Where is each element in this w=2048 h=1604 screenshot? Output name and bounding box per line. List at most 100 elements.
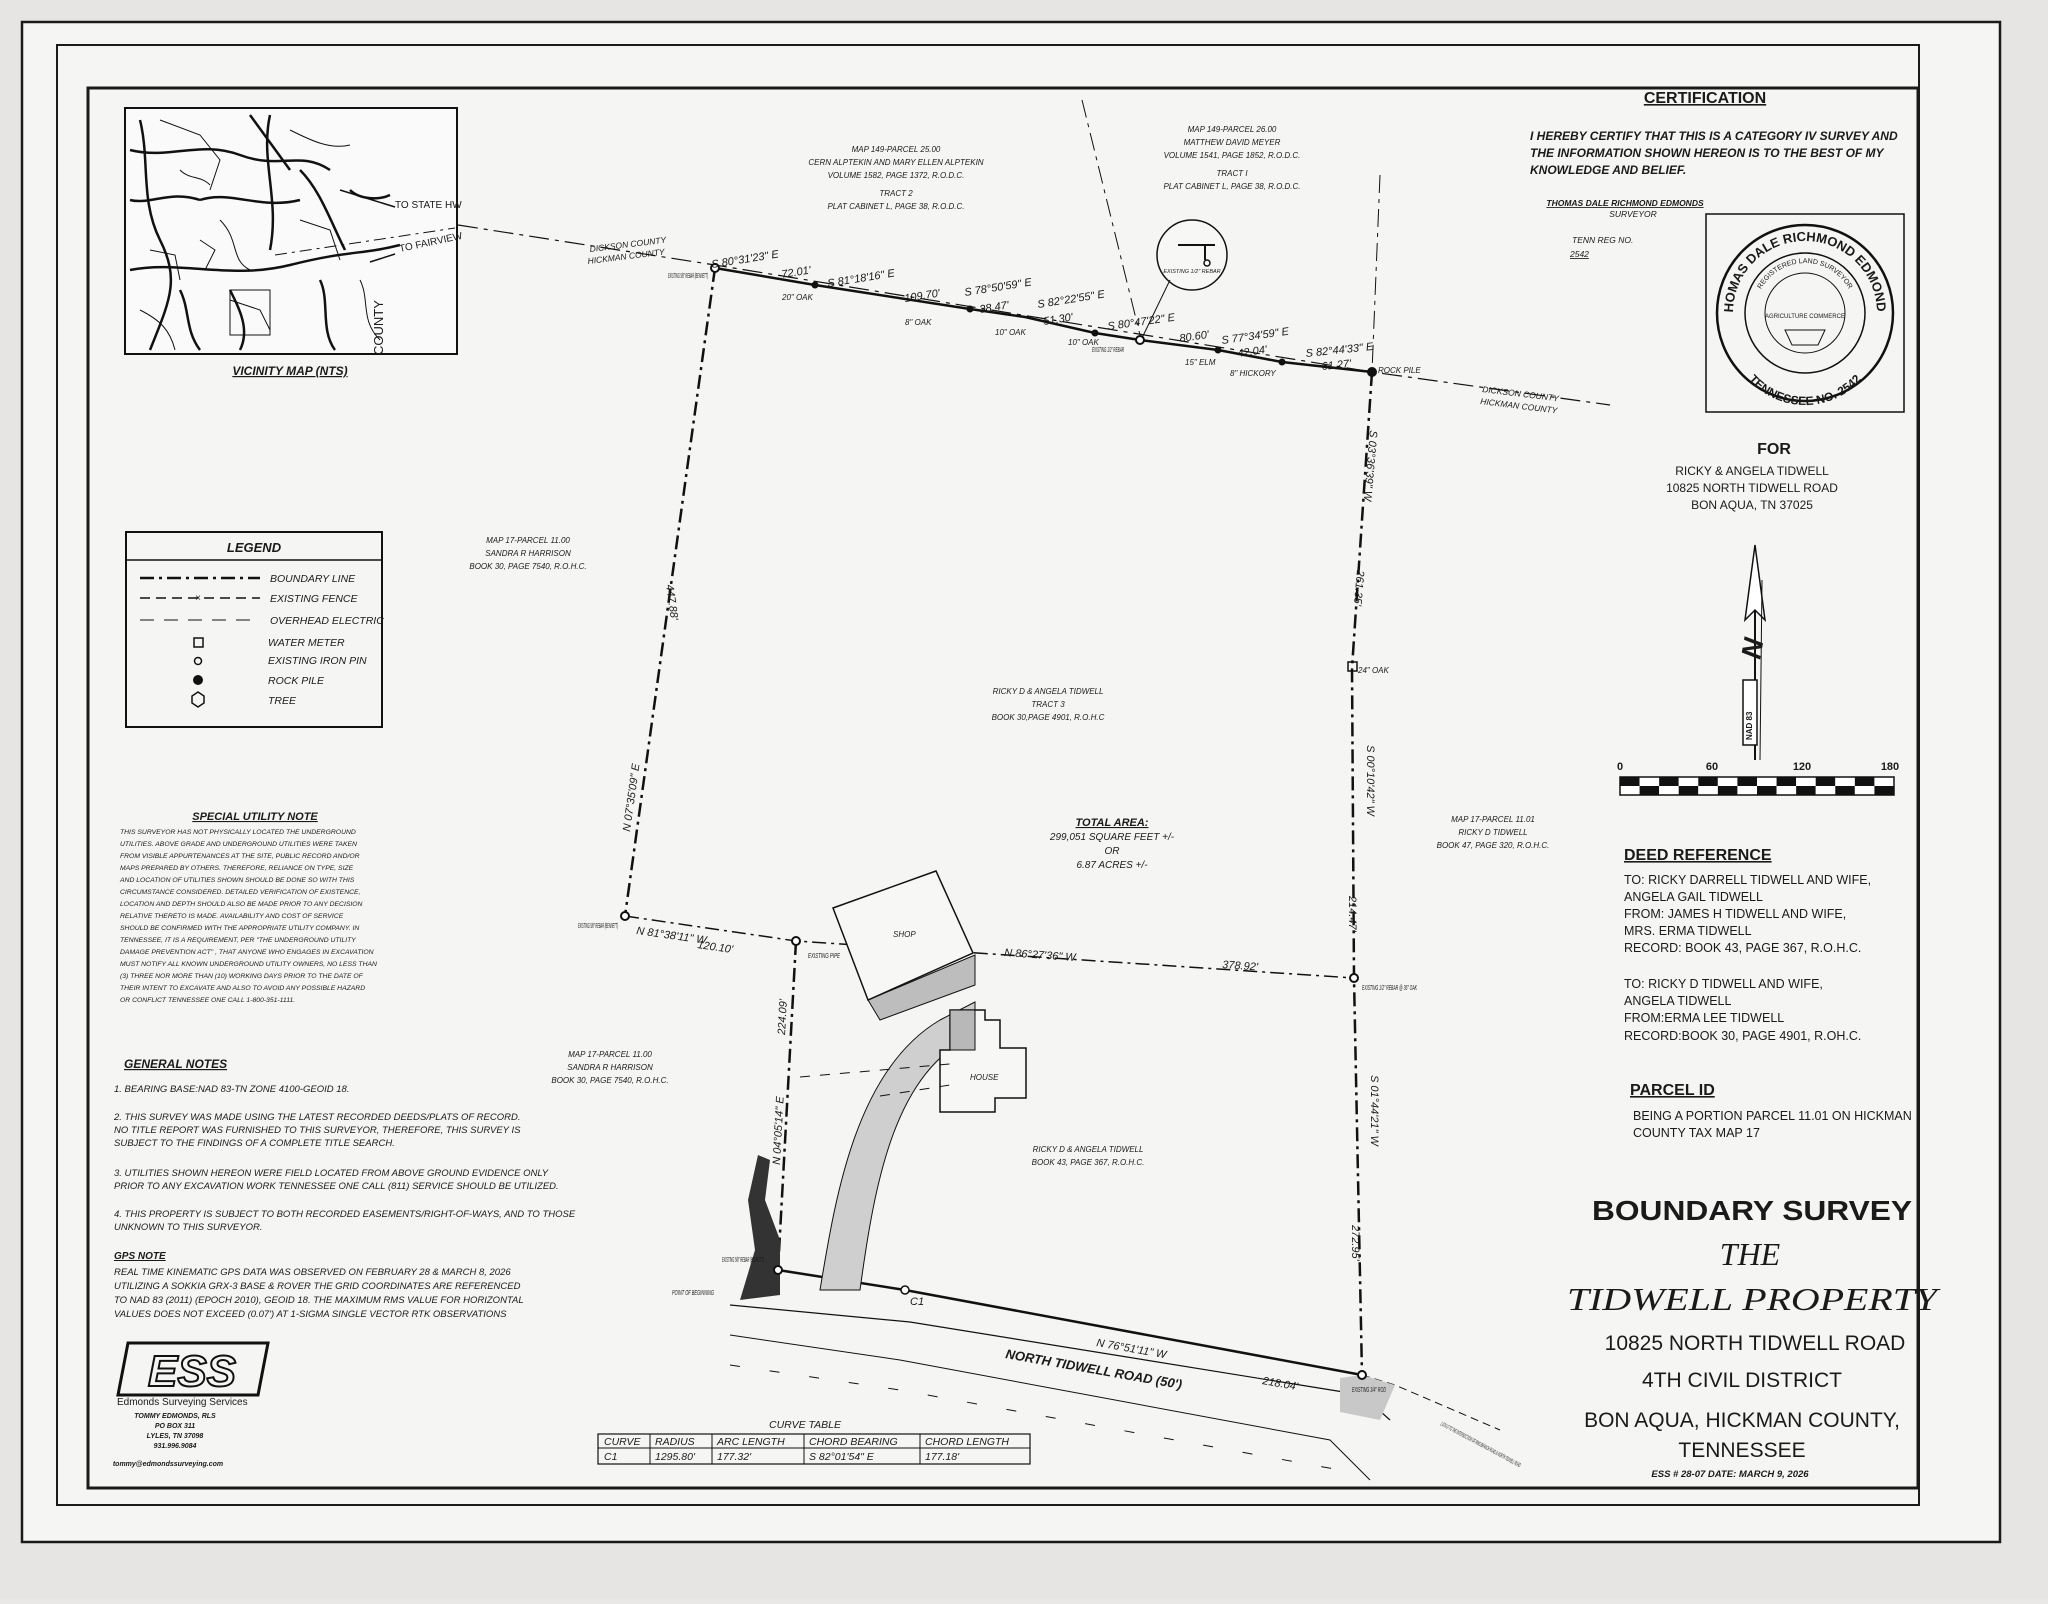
job-number: ESS # 28-07 DATE: MARCH 9, 2026	[1651, 1469, 1809, 1480]
title-location: BON AQUA, HICKMAN COUNTY,	[1584, 1409, 1900, 1432]
legend-item-overhead: OVERHEAD ELECTRIC	[270, 615, 384, 627]
adjoiner-text: TRACT 2	[879, 189, 913, 198]
company-contact-line: PO BOX 311	[155, 1423, 195, 1430]
title-district: 4TH CIVIL DISTRICT	[1642, 1369, 1842, 1392]
special-utility-note: SPECIAL UTILITY NOTE THIS SURVEYOR HAS N…	[119, 811, 377, 1004]
adjoiner-line-n1	[1081, 99, 1141, 336]
boundary-east	[1350, 371, 1374, 1376]
total-area-acres: 6.87 ACRES +/-	[1076, 860, 1148, 871]
title-state: TENNESSEE	[1678, 1439, 1805, 1462]
rebar-detail-bubble	[1156, 219, 1228, 291]
distance-label: 51.30'	[1043, 311, 1075, 328]
scale-bar-cell	[1776, 777, 1797, 786]
parcel-heading: PARCEL ID	[1630, 1082, 1715, 1099]
rebar-label-e: EXISTING 1/2" REBAR @ 36" OAK	[1362, 985, 1417, 992]
scale-bar-cell	[1874, 777, 1894, 786]
rebar-detail-label: EXISTING 1/2" REBAR	[1163, 269, 1220, 275]
iron-pin-icon	[1357, 1370, 1367, 1380]
road-shade	[1340, 1375, 1395, 1420]
deed-line: TO: RICKY D TIDWELL AND WIFE,	[1624, 977, 1823, 991]
rock-pile-icon	[1367, 367, 1377, 377]
gps-note: GPS NOTE REAL TIME KINEMATIC GPS DATA WA…	[114, 1251, 524, 1320]
gps-note-line: UTILIZING A SOKKIA GRX-3 BASE & ROVER TH…	[114, 1281, 521, 1292]
distance-label: 61.27'	[1321, 358, 1353, 373]
oak-label: 24" OAK	[1357, 666, 1390, 675]
curve-label: C1	[910, 1296, 924, 1308]
iron-pin-icon	[773, 1265, 783, 1275]
scale-bar-cell	[1815, 777, 1836, 786]
deed-line: ANGELA GAIL TIDWELL	[1624, 890, 1763, 904]
adjoiner-text: MAP 17-PARCEL 11.00	[486, 536, 570, 545]
distance-label: 38.47'	[979, 299, 1011, 316]
tree-icon	[811, 281, 819, 289]
curve-header-arc: ARC LENGTH	[716, 1436, 785, 1448]
gps-note-line: VALUES DOES NOT EXCEED (0.07') AT 1-SIGM…	[114, 1309, 507, 1320]
scale-bar-cell	[1796, 786, 1816, 795]
company-block: ESS Edmonds Surveying Services TOMMY EDM…	[113, 1341, 270, 1468]
curve-cell: 177.18'	[925, 1451, 960, 1463]
certification-heading: CERTIFICATION	[1644, 90, 1766, 107]
adjoiner-text: CERN ALPTEKIN AND MARY ELLEN ALPTEKIN	[808, 158, 983, 167]
company-contact-line: 931.996.9084	[154, 1443, 197, 1450]
deed-line: TO: RICKY DARRELL TIDWELL AND WIFE,	[1624, 873, 1871, 887]
deed-line: FROM:ERMA LEE TIDWELL	[1624, 1011, 1784, 1025]
tree-icon	[966, 305, 974, 313]
company-logo-text: ESS	[148, 1347, 236, 1396]
property-name-2: TIDWELL PROPERTY	[1567, 1281, 1941, 1317]
curve-header-radius: RADIUS	[655, 1436, 695, 1448]
water-meter-icon	[193, 637, 204, 648]
legend-item-iron-pin: EXISTING IRON PIN	[268, 655, 367, 667]
parcel-id: PARCEL ID BEING A PORTION PARCEL 11.01 O…	[1630, 1082, 1912, 1140]
scale-bar-cell	[1854, 786, 1875, 795]
tree-icon	[191, 691, 205, 708]
distance-label: 80.60'	[1179, 329, 1211, 345]
adjoiner-text: SANDRA R HARRISON	[485, 549, 571, 558]
north-datum: NAD 83	[1745, 711, 1754, 740]
scale-bar-cell	[1678, 777, 1699, 786]
rod-label-se: EXISTING 3/4" ROD	[1352, 1387, 1386, 1394]
curve-point	[900, 1285, 910, 1295]
curve-table-title: CURVE TABLE	[769, 1419, 842, 1431]
deed-line: ANGELA TIDWELL	[1624, 994, 1731, 1008]
tract-text: TRACT 3	[1031, 700, 1065, 709]
road-edge-south	[729, 1334, 1371, 1481]
scale-bar-cell	[1737, 777, 1757, 786]
tree-label: 8" OAK	[905, 318, 932, 327]
deed-line: MRS. ERMA TIDWELL	[1624, 924, 1752, 938]
adjoiner-text: MAP 149-PARCEL 26.00	[1188, 125, 1277, 134]
curve-header-curve: CURVE	[604, 1436, 642, 1448]
scale-bar-cell	[1835, 786, 1855, 795]
general-note-line: 1. BEARING BASE:NAD 83-TN ZONE 4100-GEOI…	[114, 1084, 349, 1095]
scale-bar: 0 60 120 180	[1617, 761, 1899, 796]
seal-plow-icon	[1784, 329, 1826, 346]
iron-pin-icon	[1349, 973, 1359, 983]
special-note-line: DAMAGE PREVENTION ACT" , THAT ANYONE WHO…	[120, 949, 374, 956]
scale-bar-cell	[1757, 777, 1777, 786]
scale-label-180: 180	[1881, 761, 1899, 773]
north-arrow: N NAD 83	[1735, 544, 1770, 761]
deed-heading: DEED REFERENCE	[1624, 847, 1772, 864]
interior-distance-2: 378.92'	[1222, 959, 1259, 974]
certification-line: KNOWLEDGE AND BELIEF.	[1530, 163, 1686, 177]
company-contact-line: LYLES, TN 37098	[147, 1433, 204, 1440]
tract-text: BOOK 43, PAGE 367, R.O.H.C.	[1032, 1158, 1145, 1167]
scale-bar-cell	[1717, 777, 1738, 786]
client-address: 10825 NORTH TIDWELL ROAD	[1666, 481, 1838, 495]
special-note-line: CIRCUMSTANCE CONSIDERED. DETAILED VERIFI…	[120, 889, 361, 896]
special-note-heading: SPECIAL UTILITY NOTE	[192, 811, 318, 823]
vicinity-map: TO STATE HW TO FAIRVIEW COUNTY VICINITY …	[124, 107, 464, 378]
curve-cell: S 82°01'54" E	[809, 1451, 875, 1463]
general-notes-heading: GENERAL NOTES	[124, 1057, 227, 1071]
certification: CERTIFICATION I HEREBY CERTIFY THAT THIS…	[1530, 90, 1898, 259]
scale-label-120: 120	[1793, 761, 1811, 773]
total-area-or: OR	[1105, 846, 1120, 857]
surveyor-name: THOMAS DALE RICHMOND EDMONDS	[1546, 198, 1704, 208]
adjoiner-text: VOLUME 1582, PAGE 1372, R.O.D.C.	[828, 171, 965, 180]
tree-label: 10" OAK	[995, 328, 1027, 337]
pob-label: POINT OF BEGINNING	[672, 1290, 714, 1297]
east-mid-distance: 214.47'	[1346, 895, 1358, 933]
adjoiner-text: BOOK 30, PAGE 7540, R.O.H.C.	[469, 562, 586, 571]
svg-text:×: ×	[195, 593, 201, 604]
property-name-1: THE	[1720, 1236, 1781, 1272]
